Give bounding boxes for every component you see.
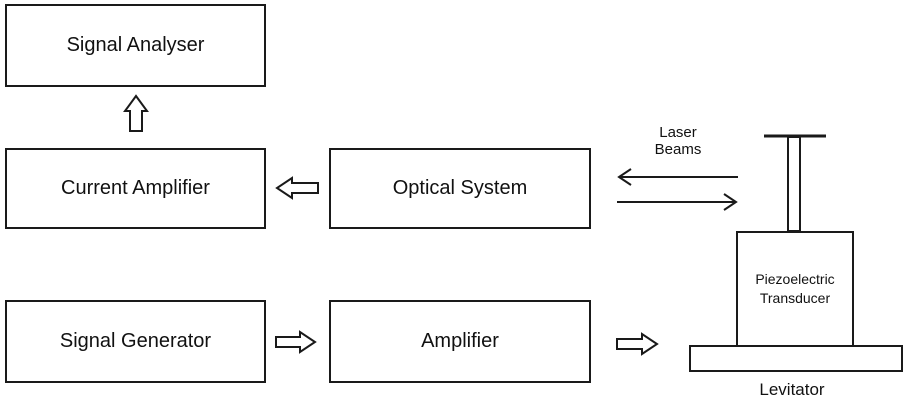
hollow-right-arrow-amplifier bbox=[616, 332, 659, 356]
laser-label-line1: Laser bbox=[659, 124, 697, 141]
laser-label-line2: Beams bbox=[654, 141, 702, 159]
transducer-label-line2: Transducer bbox=[759, 290, 831, 306]
optical-system-label: Optical System bbox=[392, 177, 528, 199]
amplifier-label: Amplifier bbox=[421, 330, 499, 352]
amplifier-block: Amplifier bbox=[329, 300, 591, 383]
signal-generator-label: Signal Generator bbox=[59, 330, 212, 352]
signal-analyser-label: Signal Analyser bbox=[66, 34, 205, 56]
signal-generator-block: Signal Generator bbox=[5, 300, 266, 383]
reflector-stem bbox=[787, 136, 801, 232]
signal-analyser-block: Signal Analyser bbox=[5, 4, 266, 87]
levitator-base-plate bbox=[689, 345, 903, 372]
hollow-right-arrow-generator bbox=[275, 330, 317, 354]
hollow-up-arrow bbox=[123, 94, 149, 132]
laser-beam-left-arrow bbox=[617, 168, 738, 186]
current-amplifier-block: Current Amplifier bbox=[5, 148, 266, 229]
levitator-caption: Levitator bbox=[759, 380, 825, 399]
laser-beams-label: Laser Beams bbox=[618, 124, 738, 159]
piezoelectric-transducer-block: Piezoelectric Transducer bbox=[736, 231, 854, 347]
optical-system-block: Optical System bbox=[329, 148, 591, 229]
transducer-label-line1: Piezoelectric bbox=[755, 271, 835, 288]
hollow-left-arrow bbox=[275, 176, 319, 200]
current-amplifier-label: Current Amplifier bbox=[61, 177, 210, 199]
laser-beam-right-arrow bbox=[617, 193, 738, 211]
